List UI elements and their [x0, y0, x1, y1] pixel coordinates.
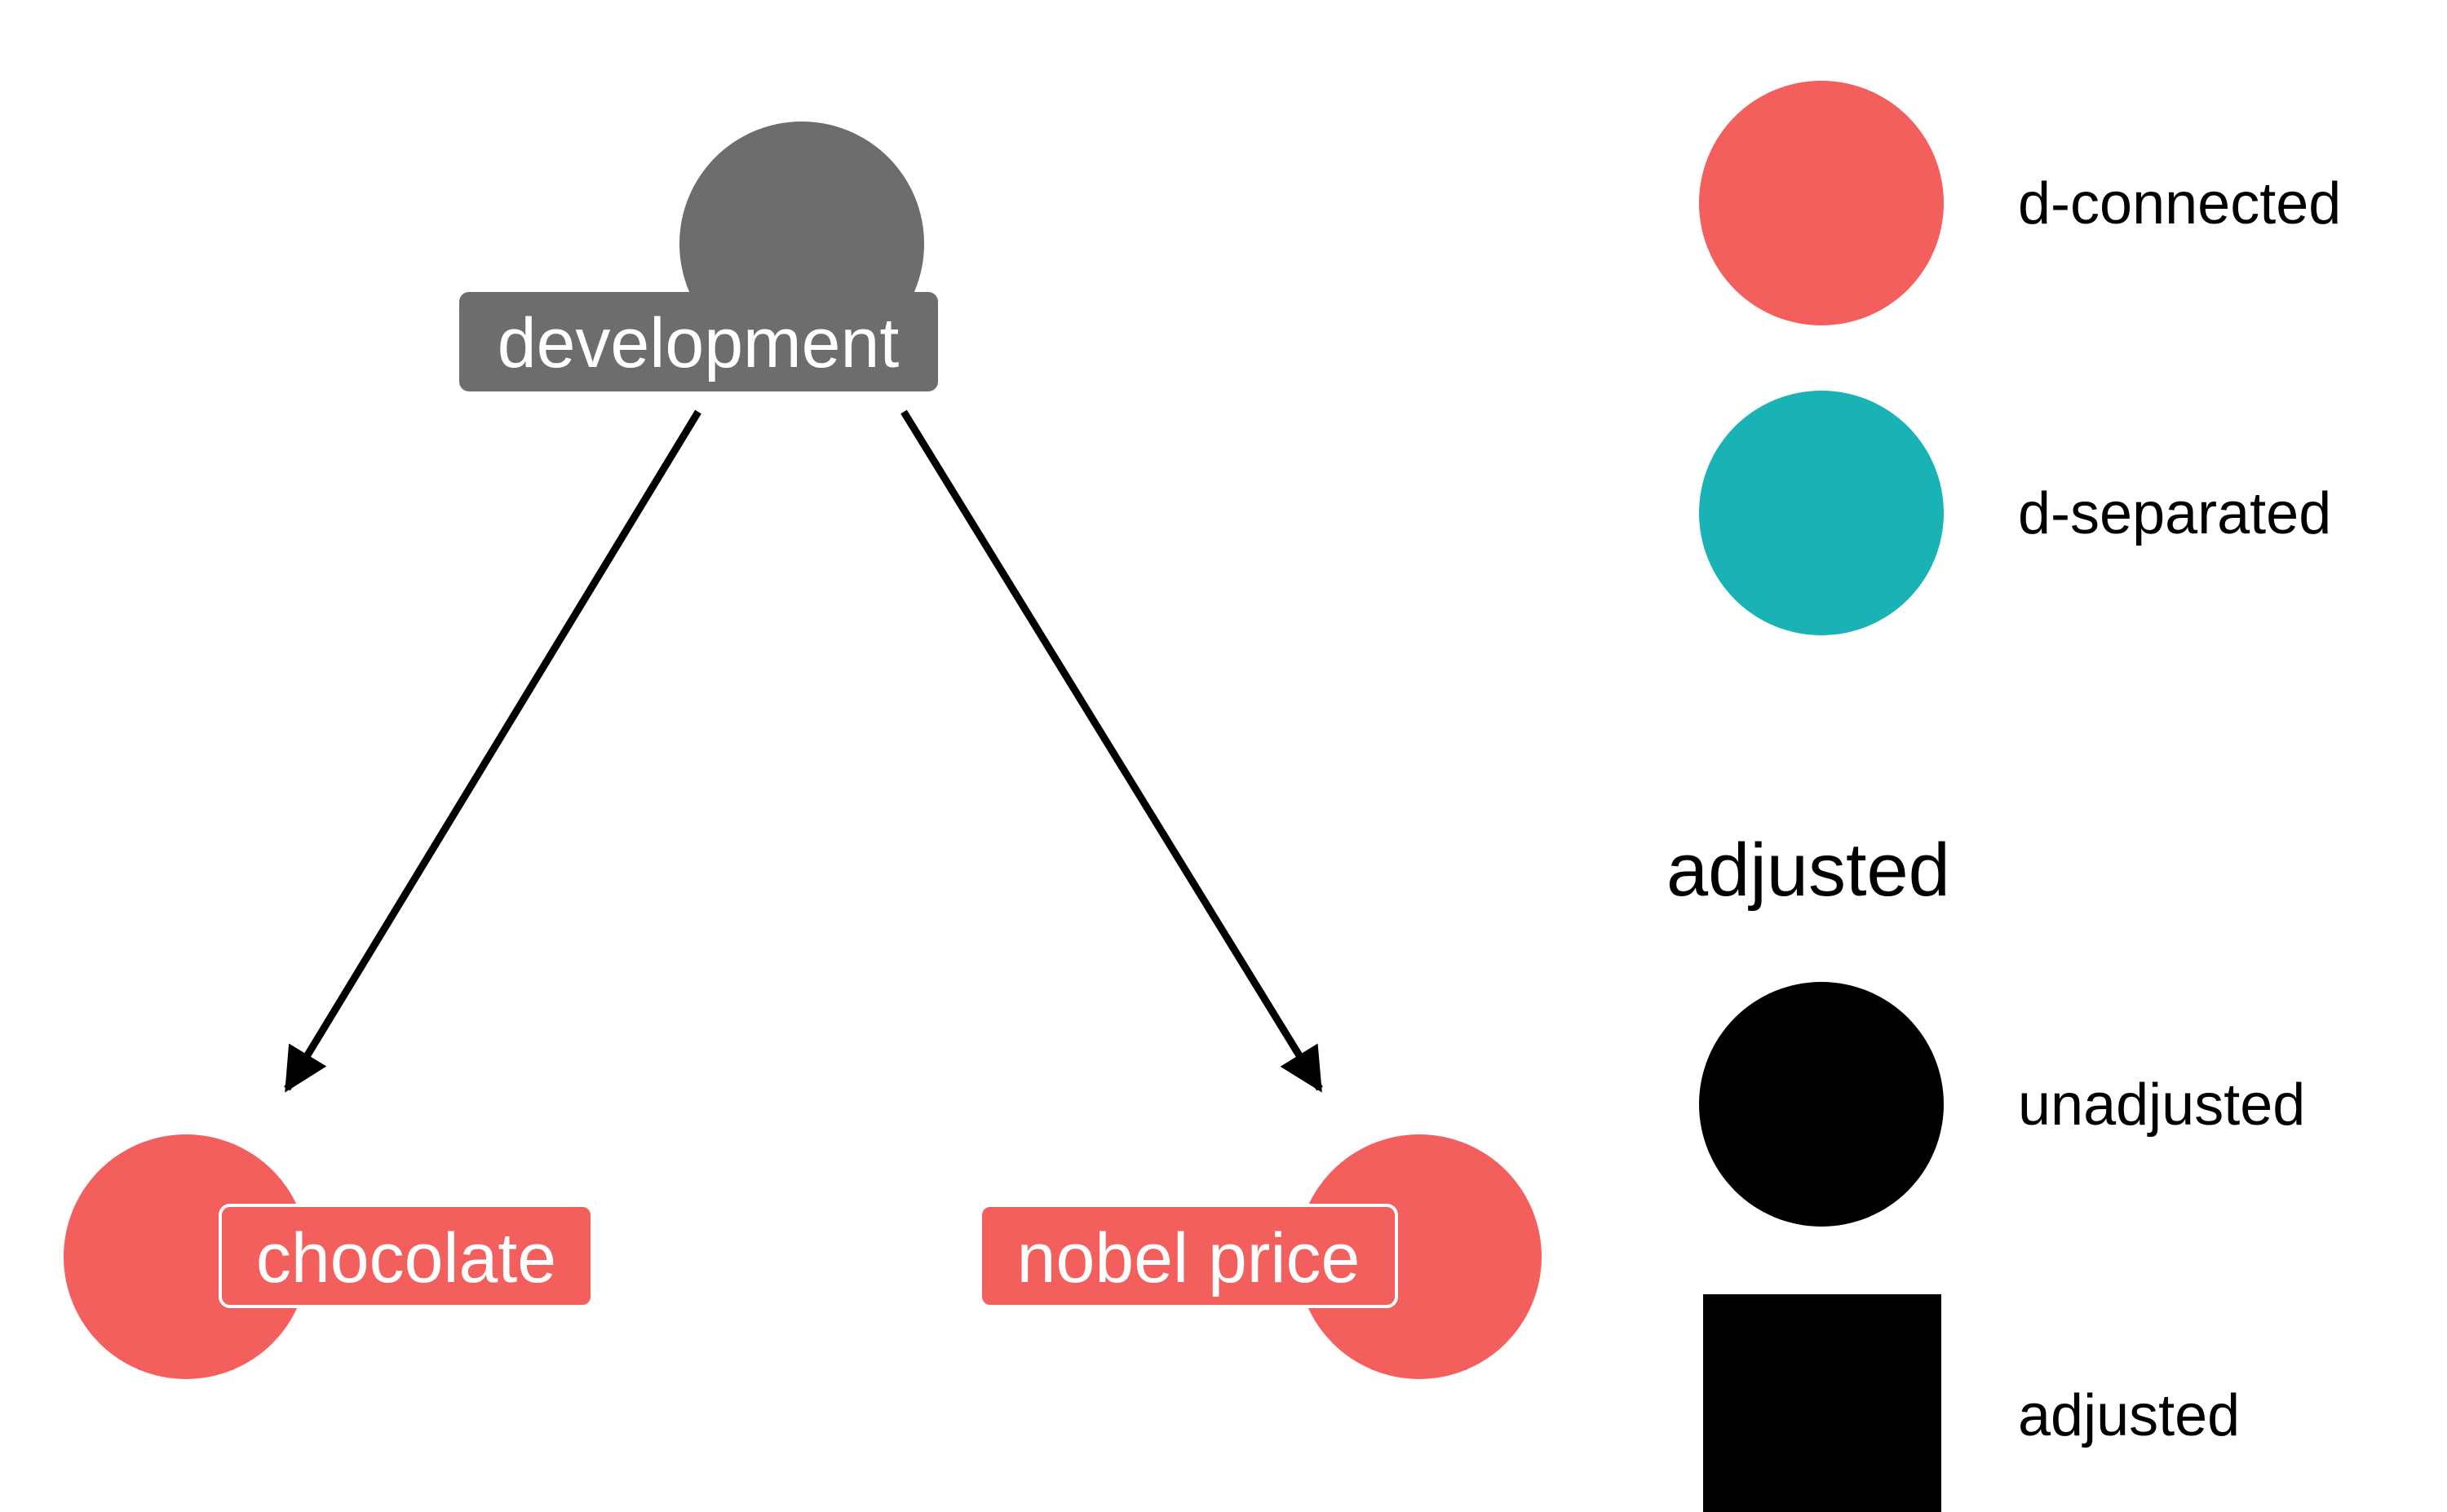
- legend-key-adjusted: [1703, 1294, 1941, 1512]
- label-chocolate: chocolate: [219, 1204, 594, 1308]
- label-development: development: [459, 292, 938, 391]
- legend-label-d-separated: d-separated: [2018, 481, 2331, 546]
- node-chocolate: [64, 1134, 308, 1379]
- label-chocolate-text: chocolate: [256, 1219, 556, 1298]
- label-development-text: development: [498, 304, 900, 382]
- node-nobel: [1297, 1134, 1542, 1379]
- label-nobel: nobel price: [979, 1204, 1398, 1308]
- node-labels: development chocolate nobel price: [219, 292, 1398, 1308]
- legend-adjusted: adjusted unadjusted adjusted: [1666, 829, 2305, 1512]
- legend-label-d-connected: d-connected: [2018, 171, 2341, 237]
- legend-key-unadjusted: [1699, 982, 1944, 1227]
- edges: [284, 409, 1323, 1093]
- legend-label-unadjusted: unadjusted: [2018, 1072, 2305, 1138]
- legend: d-connected d-separated adjusted unadjus…: [1666, 81, 2341, 1512]
- edge-development-nobel: [900, 409, 1323, 1093]
- label-nobel-text: nobel price: [1017, 1219, 1361, 1298]
- legend-label-adjusted: adjusted: [2018, 1383, 2240, 1448]
- edge-development-chocolate: [284, 409, 701, 1093]
- legend-title-adjusted: adjusted: [1666, 829, 1950, 912]
- legend-d-relationship: d-connected d-separated: [1699, 81, 2341, 635]
